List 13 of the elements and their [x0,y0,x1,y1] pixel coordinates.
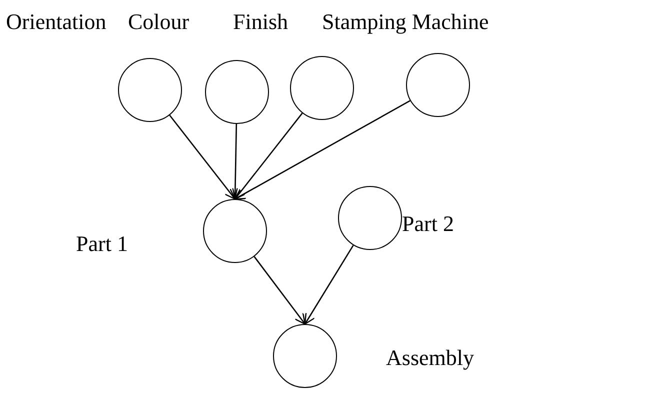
node-label: Finish [233,11,288,33]
node-label: Stamping Machine [322,11,489,33]
arrow [169,114,236,200]
node-label: Orientation [6,11,106,33]
arrow [234,100,410,200]
arrow [234,112,303,200]
arrow [304,244,354,325]
node-label: Part 1 [76,233,128,255]
arrow [254,256,306,325]
node-label: Colour [128,11,190,33]
node-label: Part 2 [402,213,454,235]
node-label: Assembly [386,347,474,369]
arrow [230,124,241,200]
